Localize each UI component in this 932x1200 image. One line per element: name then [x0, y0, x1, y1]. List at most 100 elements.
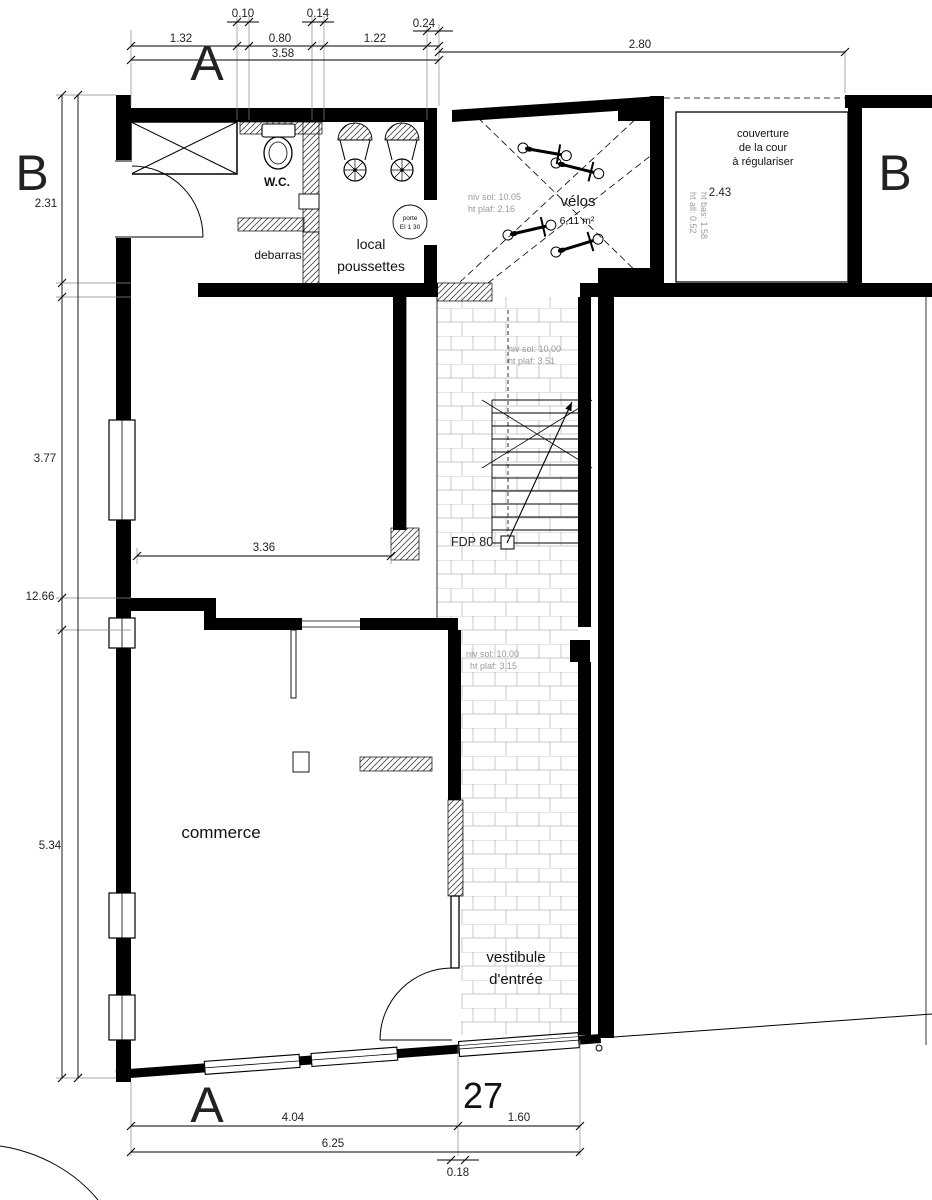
- street-facade: [115, 1032, 602, 1079]
- ht-all-note: ht all: 0.52: [688, 192, 698, 234]
- room-label-commerce: commerce: [181, 823, 260, 842]
- window-1: [108, 419, 136, 521]
- commerce-divider-left: [131, 598, 215, 611]
- room-label-vestibule-2: d'entrée: [489, 971, 543, 988]
- fdp-wall-pier: [390, 527, 420, 561]
- solid-walls: [116, 95, 932, 1082]
- poussettes-right-wall-lower: [424, 245, 437, 292]
- velos-niv-sol: niv sol: 10.05: [468, 192, 521, 202]
- velos-top-wall: [452, 96, 660, 122]
- section-marker-a-bottom: A: [190, 1077, 224, 1133]
- stroller-2: [384, 122, 420, 182]
- section-marker-a-top: A: [190, 35, 224, 91]
- ht-bas-note: ht bas: 1.58: [699, 192, 709, 239]
- poussettes-right-wall-upper: [424, 122, 437, 200]
- top-right-wall: [845, 95, 932, 108]
- corridor-left-wall-lower: [448, 630, 461, 800]
- dim-2-43: 2.43: [709, 187, 731, 199]
- corridor-threshold: [436, 282, 493, 302]
- velos-ht-plaf: ht plaf: 2.16: [468, 204, 515, 214]
- detail-lines: [0, 97, 932, 1200]
- dim-1-60: 1.60: [508, 1112, 530, 1124]
- dim-0-18: 0.18: [447, 1167, 469, 1179]
- commerce-stub-return: [292, 751, 310, 773]
- stroller-1: [337, 122, 373, 182]
- bike-3: [499, 212, 560, 248]
- entry-door-opening: [115, 160, 132, 238]
- fire-door-label-2: EI 1 30: [400, 224, 421, 231]
- room-area-velos: 6,11 m²: [560, 215, 595, 227]
- fire-door-label-1: porte: [403, 215, 418, 222]
- left-exterior-wall: [116, 95, 131, 1082]
- commerce-divider-mid: [204, 618, 302, 630]
- fire-door-circle: [392, 204, 428, 240]
- dimension-texts: 0.10 0.14 0.24 1.32 0.80 1.22 3.58 2.80 …: [26, 8, 732, 1179]
- room-label-wc: W.C.: [264, 175, 290, 189]
- vestibule-left-wall: [450, 895, 460, 969]
- rotated-height-notes: ht bas: 1.58 ht all: 0.52: [688, 192, 709, 239]
- street-number: 27: [463, 1075, 503, 1116]
- roof-projection-dash-3: [469, 109, 646, 281]
- velos-pilaster: [618, 108, 660, 121]
- dim-3-77: 3.77: [34, 453, 56, 465]
- stair-steps: [492, 399, 578, 544]
- dimension-lines: [61, 21, 845, 1161]
- corridor-right-wall-upper: [578, 297, 591, 627]
- dim-1-32: 1.32: [170, 33, 192, 45]
- wc-door: [298, 193, 320, 210]
- neighbour-party-wall: [598, 297, 614, 1038]
- corridor-ht-plaf: ht plaf: 3.15: [470, 661, 517, 671]
- dim-0-80: 0.80: [269, 33, 291, 45]
- section-markers: A A B B: [15, 35, 911, 1133]
- room-label-poussettes-2: poussettes: [337, 258, 405, 274]
- floor-tiling: [437, 297, 578, 1035]
- couverture-room-outline: [675, 111, 849, 283]
- room-label-couverture-2: de la cour: [739, 142, 788, 154]
- top-wall: [116, 108, 437, 122]
- dim-2-31: 2.31: [35, 198, 57, 210]
- corridor-upper-tiles: [437, 297, 578, 630]
- commerce-right-wall-upper: [393, 297, 406, 530]
- stair-niv-sol: niv sol: 10.00: [508, 344, 561, 354]
- facade-entrance-glazing: [457, 1032, 580, 1058]
- wc-poussettes-divider: [302, 121, 320, 233]
- room-label-poussettes-1: local: [357, 236, 386, 252]
- block-bottom-wall: [198, 283, 438, 297]
- roof-projection-dash-2: [487, 149, 659, 284]
- room-label-debarras: debarras: [254, 248, 301, 262]
- facade-window-2: [310, 1046, 399, 1068]
- section-marker-b-left: B: [15, 145, 48, 201]
- stair-direction-arrow: [506, 401, 573, 544]
- street-curb-curve: [0, 1145, 99, 1200]
- dim-1-22: 1.22: [364, 33, 386, 45]
- commerce-stub-wall: [359, 756, 433, 772]
- staircase: [481, 310, 593, 550]
- dim-6-25: 6.25: [322, 1138, 344, 1150]
- corridor-left-pier: [447, 799, 464, 897]
- window-3: [108, 994, 136, 1041]
- window-2: [108, 892, 136, 939]
- room-labels: W.C. debarras local poussettes vélos 6,1…: [181, 128, 794, 988]
- dim-0-24: 0.24: [413, 18, 436, 30]
- corridor-niv-sol: niv sol: 10.00: [466, 649, 519, 659]
- survey-point: [595, 1044, 603, 1052]
- facade-window-1: [203, 1053, 301, 1075]
- fire-door-tag: porte EI 1 30: [392, 204, 428, 240]
- room-label-velos: vélos: [560, 193, 595, 210]
- room-label-couverture-3: à régulariser: [732, 156, 793, 168]
- dim-2-80: 2.80: [629, 39, 651, 51]
- dim-5-34: 5.34: [39, 840, 62, 852]
- velos-right-wall: [650, 96, 664, 286]
- shaft-box: [130, 121, 238, 175]
- room-label-vestibule-1: vestibule: [486, 949, 545, 966]
- corridor-lower-tiles: [461, 630, 578, 1035]
- entry-door-swing-arc: [131, 165, 204, 238]
- courtyard-right-wall: [848, 108, 862, 283]
- left-wall-openings: [108, 160, 204, 1041]
- commerce-door-swing-arc: [379, 967, 453, 1041]
- section-marker-b-right: B: [878, 145, 911, 201]
- corridor-pier: [570, 640, 590, 662]
- dim-3-58: 3.58: [272, 48, 294, 60]
- level-annotations: niv sol: 10.05 ht plaf: 2.16 niv sol: 10…: [451, 192, 709, 671]
